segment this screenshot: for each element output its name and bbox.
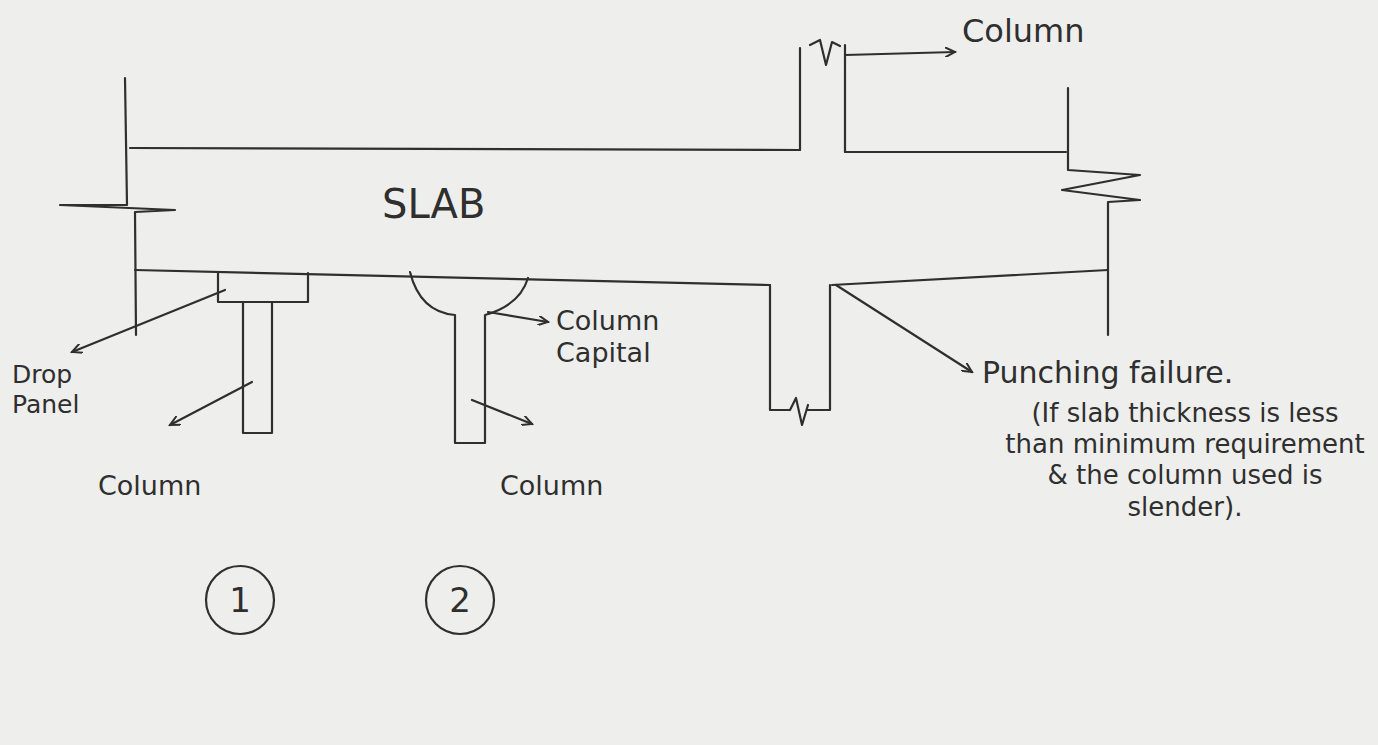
drop-panel	[218, 272, 308, 302]
column-label: Column	[500, 470, 603, 502]
column-label: Column	[962, 12, 1085, 50]
part-label: Drop Panel	[12, 360, 102, 420]
slab-edge	[832, 270, 1108, 285]
column-capital	[410, 272, 528, 443]
note-text: (If slab thickness is less than minimum …	[1002, 398, 1368, 523]
column-symbol	[243, 302, 272, 433]
note-heading: Punching failure.	[982, 355, 1233, 391]
leader-line	[845, 52, 955, 55]
break-line	[1062, 88, 1140, 335]
leader-line	[836, 285, 972, 372]
callout-circle: 2	[424, 564, 496, 636]
leader-line	[472, 400, 532, 424]
break-line	[60, 78, 175, 335]
column-label: Column	[98, 470, 201, 502]
column-bottom	[770, 285, 830, 425]
slab-edge	[135, 270, 770, 285]
callout-number: 1	[229, 580, 251, 620]
slab-edge	[130, 148, 800, 150]
leader-line	[488, 312, 548, 322]
column-top	[800, 40, 845, 152]
callout-number: 2	[449, 580, 471, 620]
part-label: Column Capital	[556, 305, 696, 370]
slab-edge	[845, 151, 1066, 153]
callout-circle: 1	[204, 564, 276, 636]
slab-label: SLAB	[382, 180, 485, 228]
leader-line	[72, 290, 225, 352]
leader-line	[170, 382, 252, 425]
